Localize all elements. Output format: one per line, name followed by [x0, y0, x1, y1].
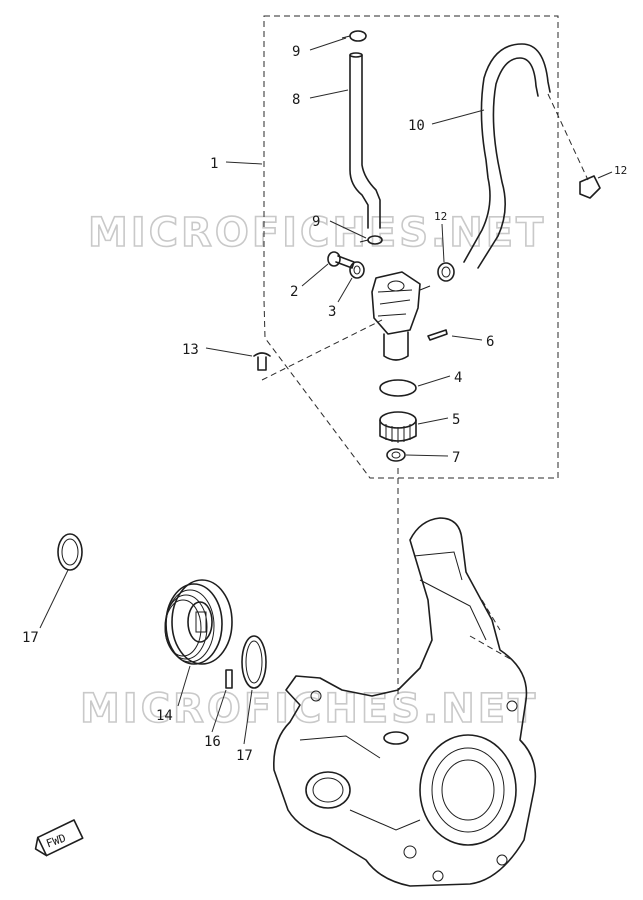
leader-13	[205, 347, 253, 357]
callout-5: 5	[452, 412, 460, 428]
watermark-top: MICROFICHES.NET	[88, 210, 546, 256]
callout-12-right: 12	[614, 164, 627, 177]
hose-part-8	[349, 54, 381, 229]
screw-part-13	[253, 352, 271, 371]
o-ring-part-4	[379, 379, 417, 397]
callout-9-lower: 9	[312, 214, 320, 230]
alignment-line-12	[547, 93, 589, 181]
pin-part-6	[427, 329, 448, 341]
hose-part-8-end	[349, 52, 363, 58]
forward-direction-arrow: FWD	[34, 819, 84, 857]
leader-10	[431, 109, 485, 125]
callout-9-upper: 9	[292, 44, 300, 60]
leader-1	[225, 161, 263, 165]
callout-17-left: 17	[22, 630, 39, 646]
callout-12-left: 12	[434, 210, 447, 223]
cap-part-12-left	[437, 262, 455, 282]
callout-13: 13	[182, 342, 199, 358]
callout-6: 6	[486, 334, 494, 350]
leader-17a	[39, 569, 69, 629]
callout-2: 2	[290, 284, 298, 300]
leader-6	[451, 335, 483, 341]
callout-17-right: 17	[236, 748, 253, 764]
clip-part-9-lower	[359, 235, 383, 245]
cap-part-12-right	[579, 175, 601, 199]
fwd-label: FWD	[44, 831, 67, 850]
leader-3	[337, 277, 353, 303]
callout-8: 8	[292, 92, 300, 108]
leader-4	[417, 375, 451, 387]
leader-5	[417, 417, 449, 425]
leader-16	[211, 689, 227, 733]
leader-2	[301, 263, 329, 287]
leader-9a	[309, 37, 347, 51]
pulley-part-14	[164, 579, 233, 665]
ring-part-17-left	[57, 533, 83, 571]
ring-part-17-right	[241, 635, 267, 689]
leader-12b	[441, 223, 445, 263]
callout-1: 1	[210, 156, 218, 172]
crankcase-housing	[273, 517, 537, 887]
callout-16: 16	[204, 734, 221, 750]
gear-part-5	[379, 411, 417, 443]
callout-4: 4	[454, 370, 462, 386]
hose-part-10	[463, 43, 551, 269]
washer-part-3	[349, 261, 365, 279]
leader-14	[177, 665, 191, 707]
leader-12a	[597, 171, 613, 179]
clip-part-9-upper	[341, 30, 367, 42]
pump-body	[371, 271, 431, 361]
watermark-bottom: MICROFICHES.NET	[80, 686, 538, 732]
leader-17b	[243, 689, 253, 745]
callout-14: 14	[156, 708, 173, 724]
callout-3: 3	[328, 304, 336, 320]
screw-part-2	[327, 251, 355, 269]
leader-9b	[329, 220, 367, 239]
assembly-boundary	[263, 15, 559, 479]
callout-10: 10	[408, 118, 425, 134]
leader-7	[405, 454, 449, 457]
leader-8	[309, 89, 349, 99]
washer-part-7	[386, 448, 406, 462]
callout-7: 7	[452, 450, 460, 466]
alignment-line-13	[261, 319, 383, 381]
pin-part-16	[225, 669, 233, 689]
